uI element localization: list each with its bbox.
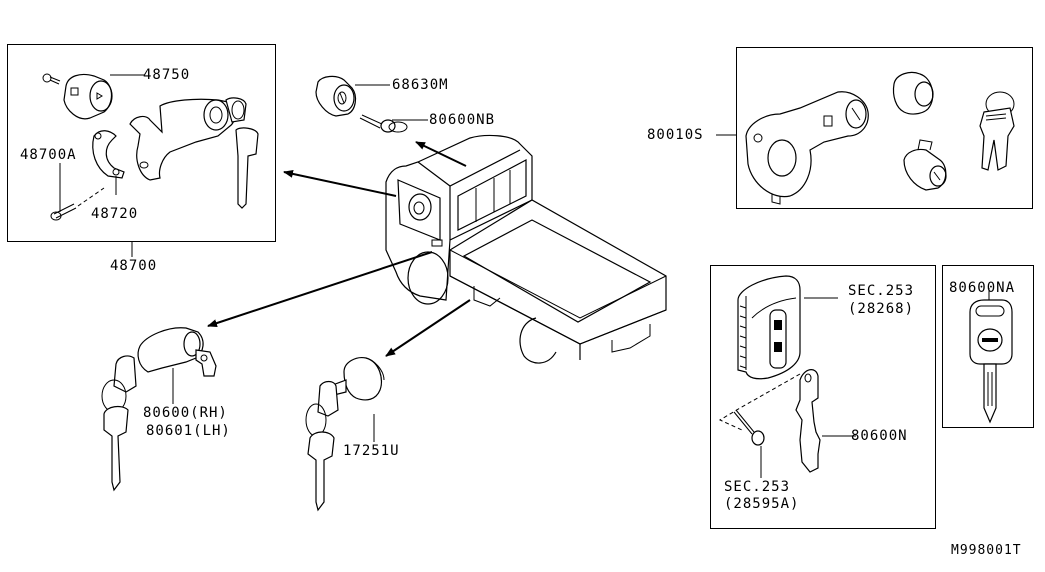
steering-lock-group-box [7,44,276,242]
blank-key-icon [969,299,1013,424]
arrow-icon [385,299,471,357]
part-label-80601-lh: 80601(LH) [146,423,231,439]
part-label-80600-rh: 80600(RH) [143,405,228,421]
part-label-68630M: 68630M [392,77,449,93]
part-label-48700: 48700 [110,258,158,274]
part-label-48700A: 48700A [20,147,77,163]
arrow-icon [283,169,397,197]
intelligent-key-fob-icon [737,275,801,380]
screw-icon [733,409,765,446]
key-icon [979,91,1015,171]
blank-key-box [942,265,1034,428]
section-ref-28268: (28268) [848,301,915,317]
part-label-80600N: 80600N [851,428,908,444]
key-icon [101,355,137,492]
intelligent-key-box [710,265,936,529]
arrow-icon [207,251,433,327]
key-icon [305,380,339,512]
part-label-80600NA: 80600NA [949,280,1016,296]
part-label-80010S: 80010S [647,127,704,143]
arrow-icon [415,141,467,167]
section-label-sec253: SEC.253 [848,283,915,299]
part-label-80600NB: 80600NB [429,112,496,128]
steering-lock-icon [42,73,259,221]
lock-cylinder-icon [137,327,217,377]
diagram-reference-code: M998001T [951,543,1022,558]
key-icon [795,369,821,473]
section-label-sec253-b: SEC.253 [724,479,791,495]
part-label-48720: 48720 [91,206,139,222]
part-label-48750: 48750 [143,67,191,83]
part-label-17251U: 17251U [343,443,400,459]
lock-cylinder-icon [903,139,947,191]
screw-icon [42,73,61,85]
lock-cylinder-icon [892,71,934,115]
lock-cylinder-icon [329,357,385,401]
key-icon [359,114,408,133]
lock-cylinder-icon [315,75,357,117]
lock-set-kit-box [736,47,1033,209]
steering-lock-icon [745,91,869,205]
truck-icon [385,134,667,364]
section-ref-28595A: (28595A) [724,496,800,512]
